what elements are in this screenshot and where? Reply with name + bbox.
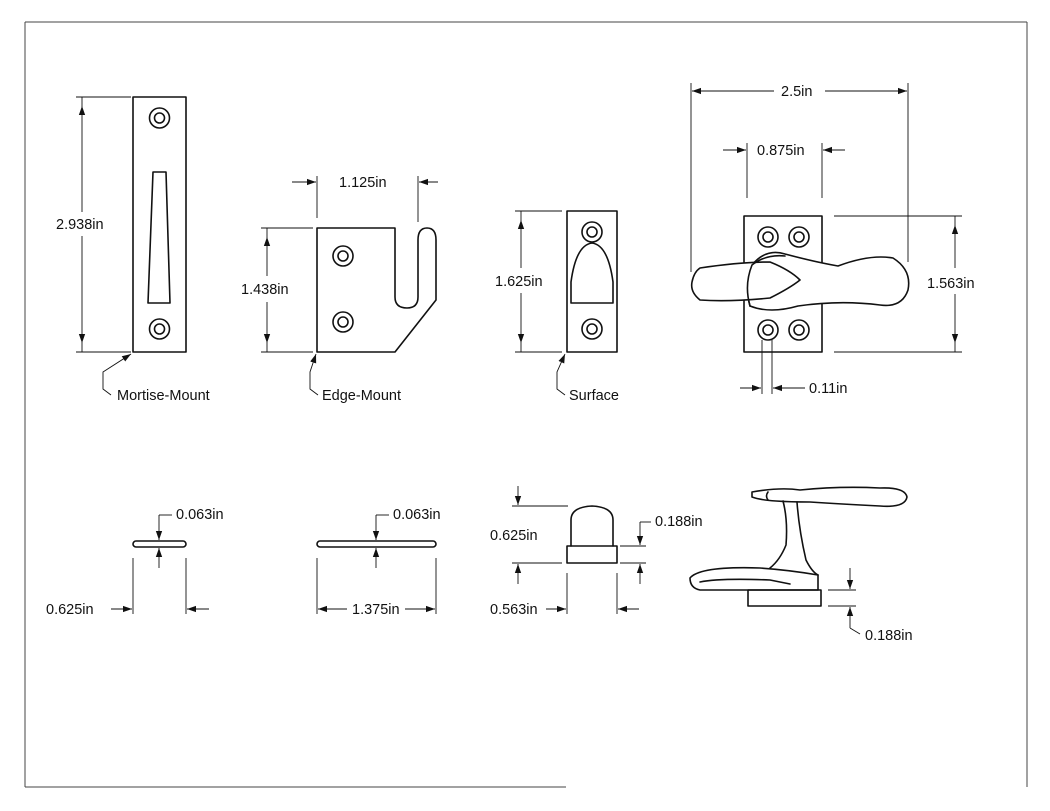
lever-side-view xyxy=(689,486,908,607)
dimension-mortise-side-width xyxy=(111,558,209,614)
label-edge-mount: Edge-Mount xyxy=(322,388,401,404)
leader-surface xyxy=(556,353,566,396)
dim-label-surface-height: 1.625in xyxy=(495,274,543,290)
dimension-mortise-thickness xyxy=(155,514,172,568)
surface-strike xyxy=(566,210,618,353)
dimension-lever-height xyxy=(834,215,962,353)
dim-label-hole-spacing: 0.875in xyxy=(757,143,805,159)
dimension-edge-thickness xyxy=(372,514,389,568)
label-surface: Surface xyxy=(569,388,619,404)
leader-mortise xyxy=(102,353,132,396)
dim-label-edge-thickness: 0.063in xyxy=(393,507,441,523)
dim-label-edge-side-width: 1.375in xyxy=(352,602,400,618)
label-mortise-mount: Mortise-Mount xyxy=(117,388,210,404)
dimension-surface-side-width xyxy=(546,573,639,614)
dimension-mortise-height xyxy=(76,96,131,353)
dim-label-mortise-thickness: 0.063in xyxy=(176,507,224,523)
dimension-surface-step xyxy=(620,521,651,584)
dim-label-lever-base-height: 0.188in xyxy=(865,628,913,644)
edge-side-view xyxy=(316,540,437,548)
dimension-edge-width xyxy=(292,176,438,222)
dim-label-lever-height: 1.563in xyxy=(927,276,975,292)
dim-label-edge-height: 1.438in xyxy=(241,282,289,298)
mortise-side-view xyxy=(132,540,187,548)
sheet-border xyxy=(24,21,1028,788)
dim-label-mortise-side-width: 0.625in xyxy=(46,602,94,618)
mortise-mount-plate xyxy=(132,96,187,353)
dimension-surface-side-height xyxy=(512,486,568,584)
dimension-surface-height xyxy=(515,210,562,353)
dim-label-lever-width: 2.5in xyxy=(781,84,812,100)
dim-label-surface-side-width: 0.563in xyxy=(490,602,538,618)
dim-label-surface-step: 0.188in xyxy=(655,514,703,530)
dimension-lever-width xyxy=(690,83,909,272)
leader-edge xyxy=(309,353,319,396)
lever-lock-front xyxy=(690,215,910,353)
dimension-edge-height xyxy=(261,227,313,353)
dimension-hole-offset xyxy=(740,340,805,394)
edge-mount-plate xyxy=(316,227,437,353)
dimension-edge-side-width xyxy=(316,558,437,614)
dim-label-mortise-height: 2.938in xyxy=(56,217,104,233)
dim-label-surface-side-height: 0.625in xyxy=(490,528,538,544)
dimension-hole-spacing xyxy=(723,143,845,198)
dim-label-edge-width: 1.125in xyxy=(339,175,387,191)
dimension-lever-base-height xyxy=(828,568,861,635)
surface-side-view xyxy=(566,505,618,564)
dim-label-hole-offset: 0.11in xyxy=(809,381,847,397)
